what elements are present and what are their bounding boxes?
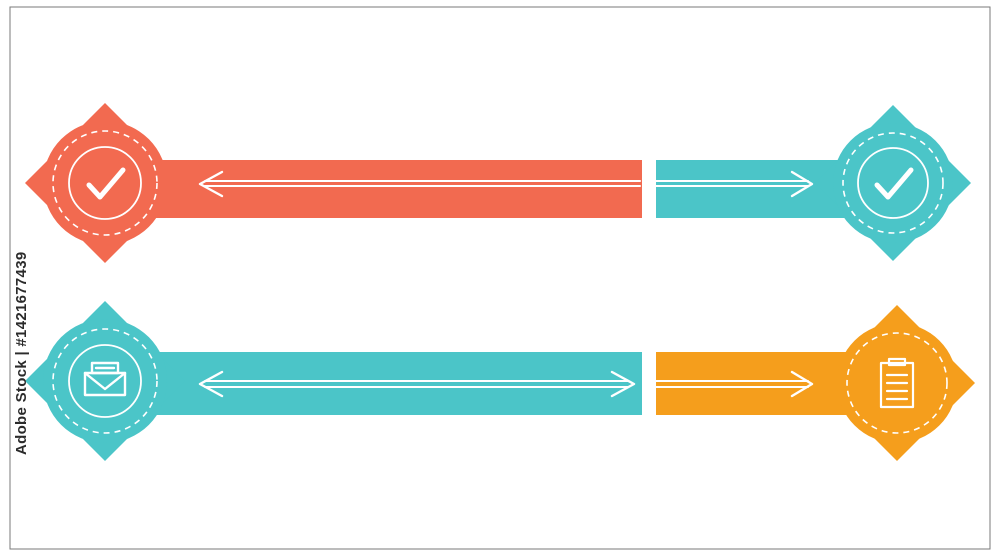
checkmark-icon [86,167,126,200]
row-1-left-bar [140,160,642,218]
outer-frame [9,6,991,550]
row-2-left-badge [25,301,185,461]
row-2-left-bar [140,352,642,415]
row-1-left-arrow-icon [198,170,641,198]
row-2-double-arrow-icon [198,370,636,398]
stock-watermark-text: Adobe Stock | #1421677439 [13,251,30,455]
document-list-icon [879,357,915,409]
checkmark-icon [874,167,914,200]
inbox-tray-icon [83,361,127,397]
row-1-right-badge [815,105,971,261]
row-1-right-arrow-icon [655,170,814,198]
row-2-right-arrow-icon [655,370,814,398]
row-1-left-badge [25,103,185,263]
row-2 [25,301,975,461]
row-2-right-badge [819,305,975,461]
row-1 [25,103,971,263]
